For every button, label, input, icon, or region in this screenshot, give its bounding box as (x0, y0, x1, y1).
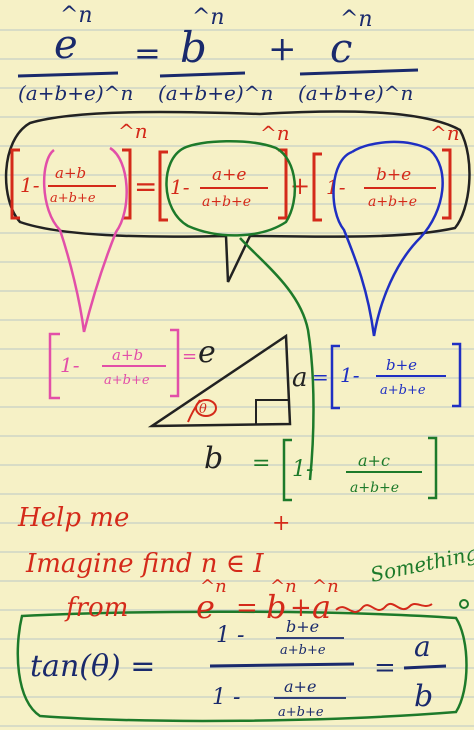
something-note: Something? (368, 538, 474, 587)
eq2-t3-bracket-right (442, 148, 452, 220)
tan-rhs-den: b (414, 679, 433, 714)
right-angle-mark (255, 399, 288, 424)
b-one-minus: 1- (292, 457, 313, 482)
hypotenuse-label: e (198, 335, 216, 370)
tan-equation: tan(θ) = 1 - b+e a+b+e 1 - a+e a+b+e = a… (30, 617, 447, 720)
eq2-t1-bracket-left (10, 148, 20, 220)
help-line-2: Imagine find n ∈ I (25, 549, 264, 579)
eq2-t2-caret: ^n (260, 121, 290, 145)
green-tan-box (16, 610, 468, 723)
eq2-t2-num: a+e (212, 165, 246, 185)
tan-den-one-minus: 1 - (212, 685, 240, 710)
tan-main-bar (209, 662, 355, 668)
eq2-t2-bracket-left (158, 150, 168, 222)
eq2-t3-one-minus: 1- (326, 175, 346, 199)
eq1-c-caret: ^n (340, 7, 373, 32)
a-one-minus: 1- (340, 363, 360, 387)
help-eq-equals: = (236, 593, 258, 623)
eq2-t1-caret: ^n (118, 119, 148, 143)
tan-den-frac-den: a+b+e (278, 705, 324, 720)
pink-den: a+b+e (104, 373, 150, 388)
tan-num-frac-num: b+e (286, 617, 319, 636)
eq1-plus: + (268, 29, 297, 69)
help-eq-a: a (312, 588, 331, 626)
eq1-equals: = (134, 34, 161, 72)
b-expression: = 1- a+c a+b+e (252, 436, 438, 502)
help-eq-a-caret: ^n (312, 576, 339, 597)
help-line-1: Help me (17, 503, 129, 533)
speech-bubble-outline (4, 110, 471, 283)
theta-label: θ (199, 402, 207, 417)
eq2-t2-bracket-right (278, 148, 288, 220)
tan-rhs-num: a (414, 630, 431, 663)
a-expression: = 1- b+e a+b+e (312, 342, 462, 410)
equation-two: 1- a+b a+b+e ^n = 1- a+e a+b+e ^n + 1- b… (10, 119, 460, 222)
help-eq-b-caret: ^n (270, 576, 297, 597)
eq1-fraction-bar-1 (17, 71, 119, 78)
help-plus: + (272, 511, 290, 536)
eq2-t3-bracket-left (312, 152, 322, 222)
eq2-t3-num: b+e (376, 165, 411, 185)
a-equals: = (312, 365, 329, 389)
a-den: a+b+e (380, 383, 426, 398)
pink-expression: 1- a+b a+b+e = (48, 328, 197, 400)
pink-equals: = (182, 346, 197, 367)
eq1-b: b (180, 23, 207, 72)
tan-equals: = (374, 653, 396, 683)
tan-lhs: tan(θ) = (30, 649, 155, 684)
help-eq-b: b (266, 588, 286, 626)
right-triangle: θ e a b (147, 333, 308, 476)
a-num: b+e (386, 356, 417, 374)
eq1-fraction-bar-3 (299, 68, 419, 76)
ruled-lines (0, 29, 474, 727)
side-a-label: a (292, 363, 308, 393)
b-equals: = (252, 451, 270, 476)
eq2-t2-one-minus: 1- (170, 175, 190, 199)
tan-num-frac-den: a+b+e (280, 643, 326, 658)
eq1-c: c (330, 26, 352, 72)
eq2-t2-den: a+b+e (202, 194, 251, 210)
eq1-fraction-bar-2 (159, 71, 246, 78)
eq2-t1-one-minus: 1- (20, 173, 40, 197)
pink-num: a+b (112, 346, 143, 364)
equation-one: e ^n (a+b+e)^n = b ^n (a+b+e)^n + c ^n (… (17, 3, 419, 105)
tan-rhs-bar (403, 664, 447, 670)
eq2-equals: = (134, 170, 157, 203)
eq2-t1-num: a+b (55, 164, 86, 182)
b-num: a+c (358, 451, 390, 470)
eq1-e: e (54, 22, 78, 68)
eq1-e-caret: ^n (60, 3, 93, 28)
tan-den-frac-num: a+e (284, 677, 316, 696)
eq1-b-caret: ^n (192, 5, 225, 30)
help-squiggle (335, 603, 433, 613)
help-eq-plus: + (290, 593, 312, 623)
eq2-t3-caret: ^n (430, 121, 460, 145)
eq1-den-1: (a+b+e)^n (18, 81, 133, 105)
eq1-den-3: (a+b+e)^n (298, 81, 413, 105)
triangle-shape (147, 333, 292, 428)
help-line-3: from (64, 593, 128, 623)
blue-loop (332, 140, 444, 337)
something-dot (459, 599, 469, 609)
help-text: Help me + Imagine find n ∈ I from e ^n =… (17, 503, 433, 626)
b-den: a+b+e (350, 480, 399, 496)
eq2-t1-bracket-right (122, 148, 132, 220)
eq2-t3-den: a+b+e (368, 194, 417, 210)
help-eq-e-caret: ^n (200, 576, 227, 597)
green-loop (165, 140, 315, 481)
help-eq-e: e (196, 588, 215, 626)
side-b-label: b (204, 441, 223, 476)
pink-loop (43, 146, 128, 333)
pink-one-minus: 1- (60, 353, 80, 377)
eq2-t1-den: a+b+e (50, 191, 96, 206)
tan-num-one-minus: 1 - (216, 623, 244, 648)
theta-circle (195, 399, 217, 417)
eq1-den-2: (a+b+e)^n (158, 81, 273, 105)
